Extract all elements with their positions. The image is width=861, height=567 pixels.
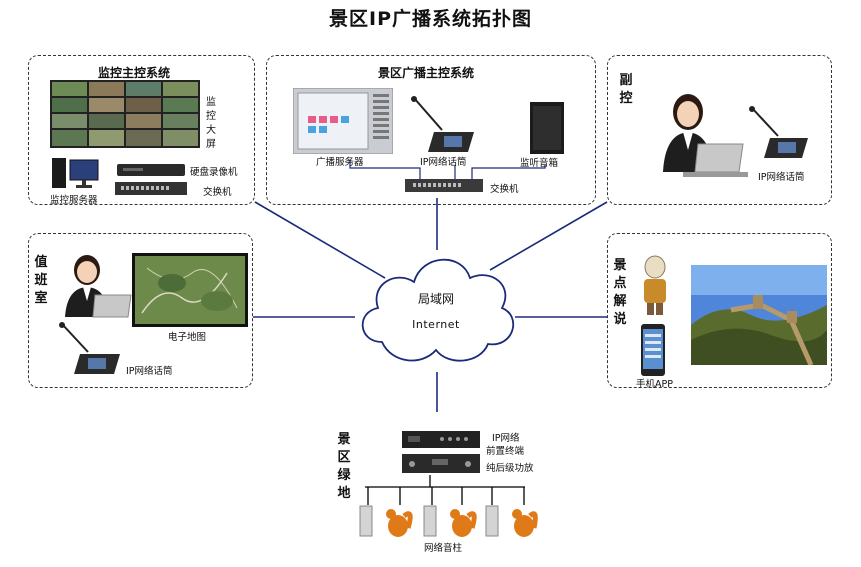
main-mic-label: IP网络话筒 [420, 157, 467, 168]
main-switch-icon [405, 179, 483, 192]
dvr-label: 硬盘录像机 [190, 167, 238, 178]
link-monitor [254, 201, 386, 279]
monitor-switch-label: 交换机 [203, 187, 232, 198]
duty-panel-title: 值班室 [34, 255, 48, 306]
monitor-panel [28, 55, 255, 205]
scenic-guide-panel [607, 233, 832, 388]
monitor-server-label: 监控服务器 [50, 195, 98, 206]
duty-mic-label: IP网络话筒 [126, 366, 173, 377]
cloud-internet-label: Internet [412, 318, 460, 331]
power-amplifier-label: 纯后级功放 [486, 463, 534, 474]
monitor-server-icon [52, 158, 99, 188]
monitor-speaker-label: 监听音箱 [520, 158, 559, 169]
elderly-visitor-icon [644, 255, 666, 315]
sub-control-panel [607, 55, 832, 205]
diagram-title: 景区IP广播系统拓扑图 [329, 8, 532, 30]
squirrel-speaker-icon [386, 509, 538, 537]
video-wall-icon [50, 80, 200, 148]
electronic-map-icon [132, 253, 248, 327]
broadcast-server-label: 广播服务器 [316, 157, 364, 168]
green-area-title: 景区绿地 [337, 432, 351, 501]
sub-mic-label: IP网络话筒 [758, 172, 805, 183]
sub-panel-title: 副控 [619, 73, 633, 106]
mobile-phone-icon [641, 324, 665, 376]
great-wall-photo [691, 265, 827, 365]
network-speaker-label: 网络音柱 [424, 543, 463, 554]
main-switch-label: 交换机 [490, 184, 519, 195]
cloud-lan-label: 局域网 [417, 292, 454, 306]
ip-terminal-label-2: 前置终端 [486, 446, 525, 457]
sub-mic-icon [749, 106, 808, 158]
big-screen-label: 监控大屏 [206, 97, 216, 150]
monitor-panel-title: 监控主控系统 [98, 66, 171, 80]
ip-terminal-icon [402, 431, 480, 448]
duty-operator-icon [65, 255, 132, 318]
guide-panel-title: 景点解说 [613, 258, 627, 327]
link-sub [489, 201, 608, 271]
duty-room-panel [28, 233, 253, 388]
mobile-app-label: 手机APP [636, 379, 673, 390]
speaker-row [359, 505, 538, 537]
main-control-panel [266, 55, 596, 205]
main-mic-icon [411, 96, 474, 152]
monitor-speaker-icon [530, 102, 564, 154]
broadcast-server-icon [293, 88, 393, 154]
power-amplifier-icon [402, 454, 480, 473]
main-panel-title: 景区广播主控系统 [378, 66, 475, 80]
lan-cloud-icon [361, 258, 514, 362]
duty-mic-icon [59, 322, 120, 374]
monitor-switch-icon [115, 182, 187, 195]
dvr-icon [117, 164, 185, 176]
electronic-map-label: 电子地图 [168, 332, 207, 343]
column-speaker-icon [359, 505, 499, 537]
operator-icon [663, 94, 748, 177]
ip-terminal-label-1: IP网络 [492, 433, 520, 444]
